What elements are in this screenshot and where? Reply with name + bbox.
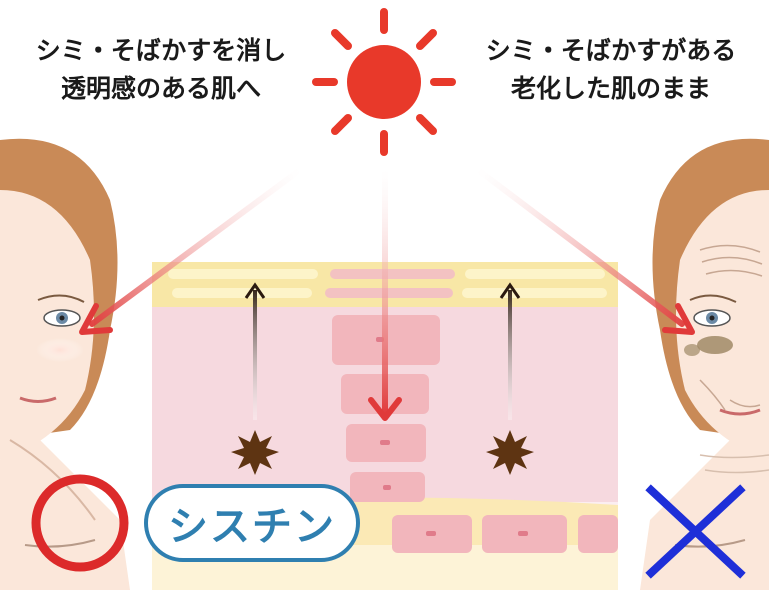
age-spot-icon xyxy=(697,336,733,354)
cross-mark-icon xyxy=(645,484,746,579)
right-face-illustration xyxy=(640,138,769,590)
melanin-up-arrows xyxy=(244,282,521,420)
left-caption-line1: シミ・そばかすを消し xyxy=(35,36,287,65)
cystine-badge-label: シスチン xyxy=(168,504,336,550)
cystine-badge: シスチン xyxy=(144,484,360,562)
sun-icon xyxy=(312,8,456,156)
left-caption-line2: 透明感のある肌へ xyxy=(60,74,261,103)
skin-cells xyxy=(332,315,618,553)
right-caption-line2: 老化した肌のまま xyxy=(510,74,711,103)
right-caption: シミ・そばかすがある 老化した肌のまま xyxy=(456,32,766,108)
right-caption-line1: シミ・そばかすがある xyxy=(485,36,737,65)
circle-mark-icon xyxy=(31,474,129,572)
uv-ray-arrows xyxy=(79,167,695,421)
left-face-illustration xyxy=(0,138,130,590)
melanin-icon xyxy=(231,430,534,475)
left-caption: シミ・そばかすを消し 透明感のある肌へ xyxy=(6,32,316,108)
